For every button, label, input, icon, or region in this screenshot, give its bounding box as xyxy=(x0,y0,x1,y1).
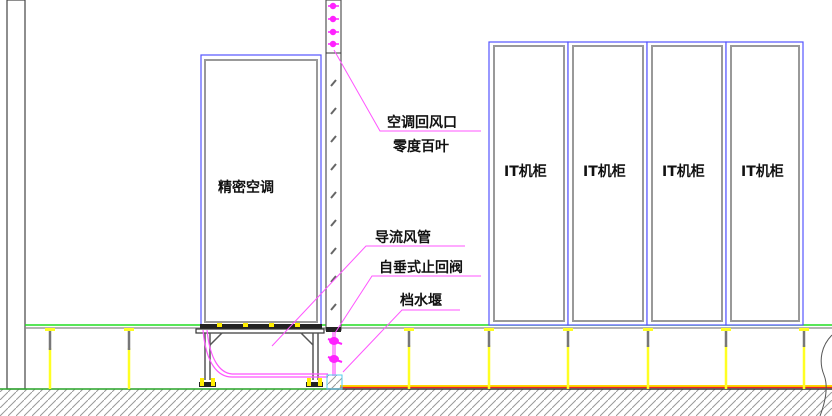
under-floor-duct xyxy=(202,329,336,378)
it-cabinet-label-2: IT机柜 xyxy=(583,163,626,180)
leader-lines xyxy=(271,49,481,373)
water-barrier xyxy=(326,374,343,390)
louver-blades xyxy=(330,79,337,311)
return-air-column xyxy=(325,0,342,332)
it-cabinet-label-1: IT机柜 xyxy=(504,163,547,180)
floor-supports xyxy=(45,328,809,389)
return-air-label-line1: 空调回风口 xyxy=(387,114,457,131)
return-air-label-line2: 零度百叶 xyxy=(392,138,449,155)
it-cabinet-4 xyxy=(725,41,804,326)
it-cabinets xyxy=(488,41,804,326)
it-cabinet-label-3: IT机柜 xyxy=(662,163,705,180)
it-cabinet-3 xyxy=(646,41,727,326)
duct-label: 导流风管 xyxy=(375,229,431,246)
it-cabinet-1 xyxy=(488,41,569,326)
break-line xyxy=(819,334,832,416)
ac-unit-label: 精密空调 xyxy=(218,179,274,196)
water-barrier-label: 档水堰 xyxy=(400,292,442,309)
it-cabinet-label-4: IT机柜 xyxy=(741,163,784,180)
check-valve xyxy=(327,337,343,363)
precision-ac-unit xyxy=(195,54,325,387)
check-valve-label: 自垂式止回阀 xyxy=(379,259,463,276)
it-cabinet-2 xyxy=(567,41,648,326)
left-wall xyxy=(6,0,26,390)
ground-slab xyxy=(0,385,832,416)
